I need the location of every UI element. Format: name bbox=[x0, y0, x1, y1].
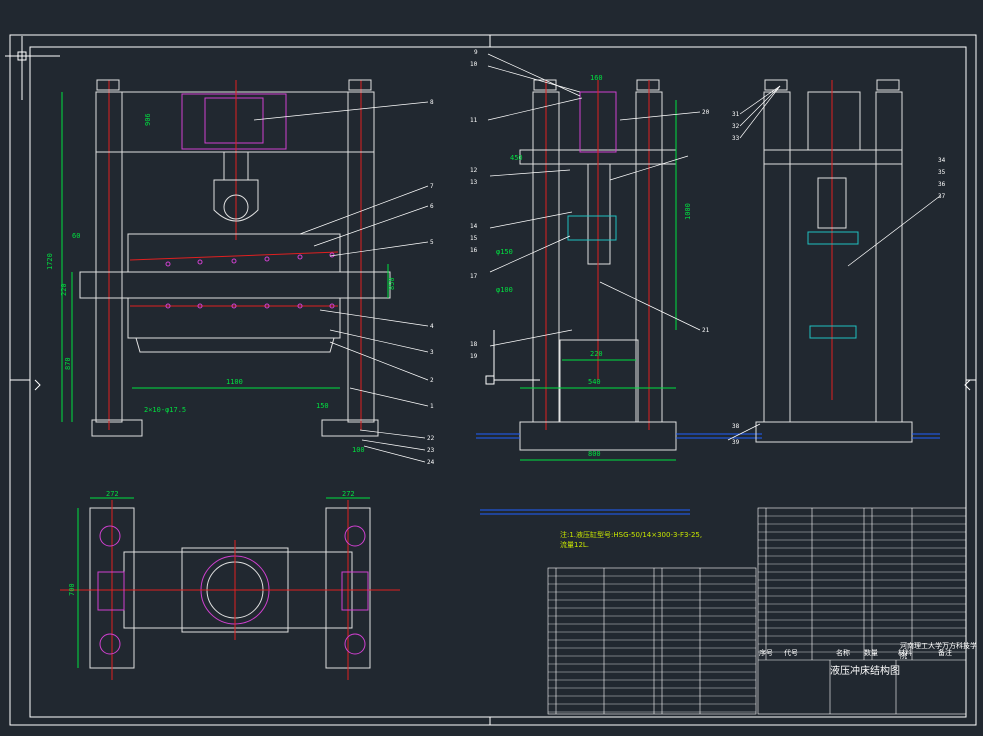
header-name: 名称 bbox=[836, 649, 850, 657]
dim-w3: 540 bbox=[588, 378, 601, 386]
label-37: 37 bbox=[938, 193, 946, 200]
drawing-note: 注:1.液压缸型号:HSG-50/14×300-3-F3-25, 流量12L. bbox=[560, 530, 702, 550]
label-23: 23 bbox=[427, 447, 435, 454]
label-19: 19 bbox=[470, 353, 478, 360]
dim-top: 160 bbox=[590, 74, 603, 82]
label-15: 15 bbox=[470, 235, 478, 242]
parts-list-right bbox=[757, 507, 967, 715]
label-7: 7 bbox=[430, 183, 434, 190]
label-12: 12 bbox=[470, 167, 478, 174]
dim-width: 1100 bbox=[226, 378, 243, 386]
label-8: 8 bbox=[430, 99, 434, 106]
header-qty: 数量 bbox=[864, 649, 878, 657]
label-3: 3 bbox=[430, 349, 434, 356]
label-10: 10 bbox=[470, 61, 478, 68]
side-view bbox=[476, 79, 762, 515]
label-34: 34 bbox=[938, 157, 946, 164]
dim-dia: φ100 bbox=[496, 286, 513, 294]
right-view bbox=[755, 79, 940, 443]
dim-gap: 850 bbox=[388, 277, 396, 290]
right-view-labels: 31 32 33 34 35 36 37 38 39 bbox=[732, 111, 946, 446]
label-2: 2 bbox=[430, 377, 434, 384]
front-view-leaders bbox=[253, 101, 429, 463]
label-6: 6 bbox=[430, 203, 434, 210]
header-code: 代号 bbox=[784, 649, 798, 657]
label-18: 18 bbox=[470, 341, 478, 348]
note-line-2: 流量12L. bbox=[560, 541, 590, 549]
dim-plan-right: 272 bbox=[342, 490, 355, 498]
label-22: 22 bbox=[427, 435, 435, 442]
dim-h1: 1000 bbox=[684, 203, 692, 220]
label-38: 38 bbox=[732, 423, 740, 430]
dim-d1: 150 bbox=[316, 402, 329, 410]
dim-side: 60 bbox=[72, 232, 80, 240]
side-view-dims-text: 160 1000 450 φ100 φ150 220 540 800 bbox=[496, 74, 692, 458]
note-line-1: 注:1.液压缸型号:HSG-50/14×300-3-F3-25, bbox=[560, 531, 703, 539]
right-view-leaders bbox=[727, 85, 941, 441]
dim-w1: 450 bbox=[510, 154, 523, 162]
parts-list-left bbox=[547, 567, 757, 715]
dim-upper: 906 bbox=[144, 113, 152, 126]
label-31: 31 bbox=[732, 111, 740, 118]
header-seq: 序号 bbox=[759, 649, 773, 657]
label-39: 39 bbox=[732, 439, 740, 446]
label-21: 21 bbox=[702, 327, 710, 334]
dim-w2: 220 bbox=[590, 350, 603, 358]
dim-plan-height: 700 bbox=[68, 583, 76, 596]
front-view-labels: 8 7 6 5 4 3 2 1 22 23 24 bbox=[427, 99, 435, 466]
plan-view bbox=[60, 497, 400, 680]
header-remark: 备注 bbox=[938, 649, 952, 657]
label-5: 5 bbox=[430, 239, 434, 246]
dim-overall-height: 1720 bbox=[46, 253, 54, 270]
dim-plan-left: 272 bbox=[106, 490, 119, 498]
side-view-labels: 9 10 11 12 13 14 15 16 17 18 19 20 21 bbox=[470, 49, 710, 360]
dim-lower: 870 bbox=[64, 357, 72, 370]
label-32: 32 bbox=[732, 123, 740, 130]
dim-bolt: 2×10-φ17.5 bbox=[144, 406, 186, 414]
parts-rows bbox=[548, 515, 966, 713]
dim-w4: 800 bbox=[588, 450, 601, 458]
label-24: 24 bbox=[427, 459, 435, 466]
label-36: 36 bbox=[938, 181, 946, 188]
drawing-frame bbox=[9, 34, 977, 726]
label-9: 9 bbox=[474, 49, 478, 56]
label-4: 4 bbox=[430, 323, 434, 330]
dim-mid: 220 bbox=[60, 283, 68, 296]
plan-view-dims-text: 272 272 700 bbox=[68, 490, 355, 596]
label-20: 20 bbox=[702, 109, 710, 116]
front-view-dims-text: 1720 906 870 1100 60 220 850 2×10-φ17.5 … bbox=[46, 113, 396, 454]
school-name: 河南理工大学万方科技学院 bbox=[900, 642, 977, 660]
label-11: 11 bbox=[470, 117, 478, 124]
dim-d2: 100 bbox=[352, 446, 365, 454]
dim-d2: φ150 bbox=[496, 248, 513, 256]
front-view bbox=[61, 79, 391, 437]
label-13: 13 bbox=[470, 179, 478, 186]
label-16: 16 bbox=[470, 247, 478, 254]
label-1: 1 bbox=[430, 403, 434, 410]
label-14: 14 bbox=[470, 223, 478, 230]
label-17: 17 bbox=[470, 273, 478, 280]
drawing-title: 液压冲床结构图 bbox=[830, 666, 900, 677]
view-axis-icon bbox=[485, 330, 540, 385]
side-view-leaders bbox=[487, 53, 701, 347]
label-35: 35 bbox=[938, 169, 946, 176]
ucs-icon bbox=[5, 36, 60, 100]
front-view-holes bbox=[165, 252, 335, 309]
header-material: 材料 bbox=[898, 649, 912, 657]
label-33: 33 bbox=[732, 135, 740, 142]
